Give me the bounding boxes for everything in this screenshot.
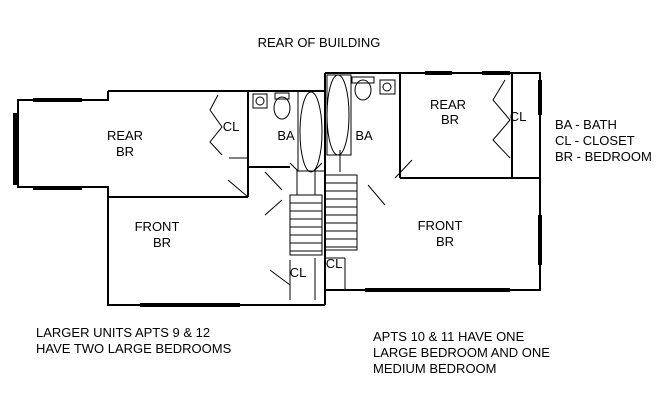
legend-item-closet: CL - CLOSET xyxy=(555,133,635,148)
legend-item-bedroom: BR - BEDROOM xyxy=(555,149,652,164)
left-closet xyxy=(209,94,249,198)
room-label-front-br-left-2: BR xyxy=(153,235,171,250)
left-stairs xyxy=(289,194,323,256)
note-larger-units-line-2: HAVE TWO LARGE BEDROOMS xyxy=(36,341,232,356)
room-label-rear-br-left-2: BR xyxy=(116,144,134,159)
plan-title: REAR OF BUILDING xyxy=(258,35,381,50)
bath-label-left: BA xyxy=(277,128,295,143)
room-label-rear-br-right-2: BR xyxy=(441,112,459,127)
room-label-rear-br-left-1: REAR xyxy=(107,128,143,143)
room-label-front-br-right-2: BR xyxy=(436,234,454,249)
right-closet xyxy=(492,79,511,159)
note-larger-units: LARGER UNITS APTS 9 & 12 HAVE TWO LARGE … xyxy=(36,325,231,357)
note-apts-line-2: LARGE BEDROOM AND ONE xyxy=(373,345,550,360)
right-unit-windows xyxy=(365,71,542,292)
bath-label-right: BA xyxy=(355,128,373,143)
closet-label-right: CL xyxy=(510,109,527,124)
note-apts-line-1: APTS 10 & 11 HAVE ONE xyxy=(373,329,525,344)
right-stairs xyxy=(324,174,358,251)
hall-doors xyxy=(264,159,413,300)
room-label-rear-br-right-1: REAR xyxy=(430,97,466,112)
note-apts-line-3: MEDIUM BEDROOM xyxy=(373,361,497,376)
legend-item-bath: BA - BATH xyxy=(555,117,617,132)
room-label-front-br-right-1: FRONT xyxy=(418,218,463,233)
room-label-front-br-left-1: FRONT xyxy=(135,219,180,234)
right-bath-fixtures xyxy=(326,74,396,172)
left-bath-fixtures xyxy=(252,90,326,173)
note-apts-10-11: APTS 10 & 11 HAVE ONE LARGE BEDROOM AND … xyxy=(373,329,550,377)
note-larger-units-line-1: LARGER UNITS APTS 9 & 12 xyxy=(36,325,211,340)
left-unit-windows xyxy=(13,98,240,307)
closet-label-hall-left: CL xyxy=(290,265,307,280)
closet-label-left: CL xyxy=(223,119,240,134)
closet-label-hall-right: CL xyxy=(326,256,343,271)
